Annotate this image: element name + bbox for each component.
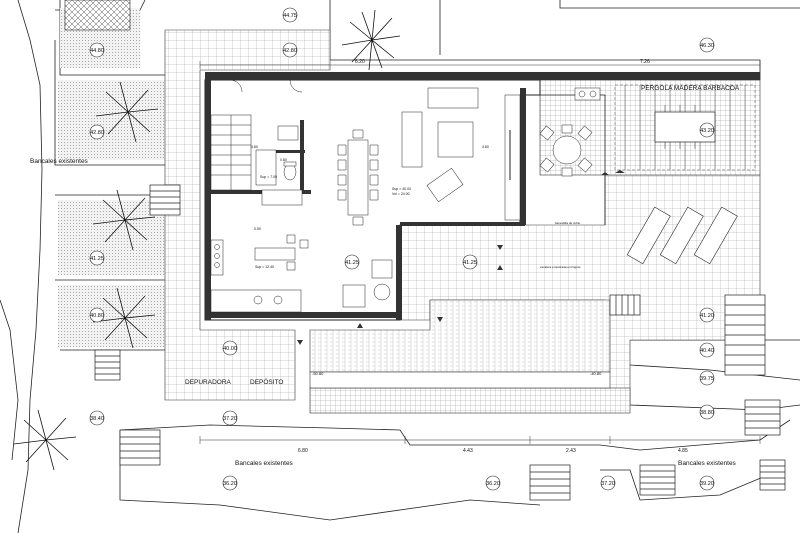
- bancales-label-2: Bancales existentes: [235, 460, 294, 467]
- dining: [337, 129, 379, 226]
- level-value: 38.80: [700, 410, 714, 416]
- bathroom: [255, 125, 299, 186]
- note-pergola: barandilla de vidrio: [555, 221, 581, 225]
- bancales-label-1: Bancales existentes: [30, 158, 89, 165]
- level-value: 41.25: [463, 260, 477, 266]
- sun-loungers: [626, 206, 738, 265]
- level-value: 40.80: [90, 313, 104, 319]
- depuradora-label: DEPURADORA: [185, 379, 232, 386]
- level-value: 42.80: [90, 130, 104, 136]
- level-value: 41.25: [345, 260, 359, 266]
- pergola-label: PERGOLA MADERA BARBACOA: [641, 85, 740, 92]
- dim-bottom-2: 4.43: [463, 448, 473, 454]
- dimension-lines: [199, 61, 761, 444]
- level-value: 37.20: [601, 481, 615, 487]
- stairs: [94, 184, 786, 501]
- living: [342, 87, 521, 308]
- level-value: 36.20: [486, 481, 500, 487]
- level-value: 40.40: [700, 348, 714, 354]
- room-code-2: 0.80: [280, 158, 287, 162]
- dim-top: 7.26: [640, 59, 650, 65]
- garden-band-3: [58, 285, 166, 347]
- dim-bottom-4: 4.85: [678, 448, 688, 454]
- level-value: 41.20: [700, 313, 714, 319]
- dim-top-left: 6.20: [355, 59, 365, 65]
- room-code-4: 0.50: [254, 227, 261, 231]
- dim-bottom-1: 6.80: [298, 448, 308, 454]
- room-code-1: 3.80: [251, 145, 258, 149]
- level-value: 43.20: [700, 128, 714, 134]
- deposito-label: DEPÓSITO: [250, 377, 283, 386]
- level-markers: [89, 7, 715, 491]
- level-value: 46.30: [700, 43, 714, 49]
- garden-band-1: [58, 80, 166, 160]
- dim-bottom-3: 2.43: [566, 448, 576, 454]
- terrace-areas: [164, 29, 761, 414]
- note-pool: escalera empotrada en lingote: [540, 265, 581, 269]
- level-value: 40.00: [223, 346, 237, 352]
- level-value: 36.20: [223, 481, 237, 487]
- inner-stair: [210, 114, 252, 191]
- level-value: 42.80: [283, 48, 297, 54]
- level-value: 38.40: [90, 416, 104, 422]
- level-value: 37.20: [223, 416, 237, 422]
- garden-band-2: [58, 200, 166, 275]
- pool-level-2: -40.80: [590, 371, 602, 376]
- sup-living-vol: Vol = 24.00: [392, 192, 410, 196]
- level-values: 44.75 44.80 42.80 46.30 42.80 43.20 41.2…: [90, 13, 714, 487]
- palm-trees: [13, 9, 401, 471]
- kitchen: [210, 189, 309, 313]
- hatched-block: [64, 0, 131, 31]
- level-value: 44.75: [283, 13, 297, 19]
- level-value: 44.80: [90, 48, 104, 54]
- room-code-3: 3.80: [482, 145, 489, 149]
- sup-bath: Sup = 7.00: [260, 175, 277, 179]
- outdoor-table: [539, 87, 601, 177]
- level-value: 41.25: [90, 256, 104, 262]
- bancales-label-3: Bancales existentes: [678, 460, 737, 467]
- level-value: 39.75: [700, 376, 714, 382]
- pool-level-1: -50.80: [312, 371, 324, 376]
- sup-kitchen: Sup = 12.40: [255, 265, 274, 269]
- sup-living: Sup = 40.00: [392, 187, 411, 191]
- level-value: 39.20: [700, 481, 714, 487]
